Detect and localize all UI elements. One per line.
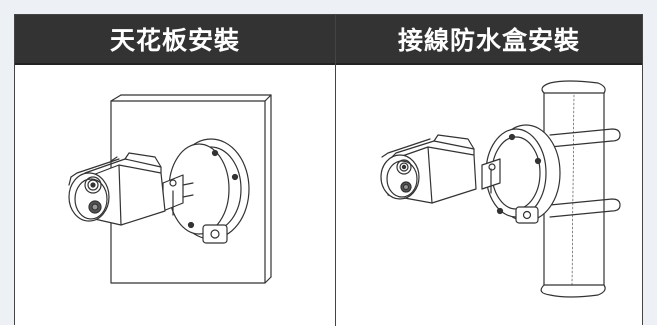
ceiling-mount-illustration bbox=[68, 94, 272, 284]
header-divider bbox=[15, 63, 642, 65]
column-divider bbox=[335, 15, 336, 326]
page-margin-right bbox=[643, 0, 657, 325]
page-margin-top bbox=[0, 0, 657, 14]
header-ceiling-mount: 天花板安裝 bbox=[15, 15, 335, 63]
header-junction-box-mount: 接線防水盒安裝 bbox=[336, 15, 642, 63]
junction-box-mount-cell bbox=[336, 65, 642, 326]
page-margin-left bbox=[0, 0, 14, 325]
junction-box-mount-illustration bbox=[380, 80, 621, 298]
installation-table: 天花板安裝 接線防水盒安裝 bbox=[14, 14, 643, 326]
ceiling-mount-cell bbox=[15, 65, 335, 326]
